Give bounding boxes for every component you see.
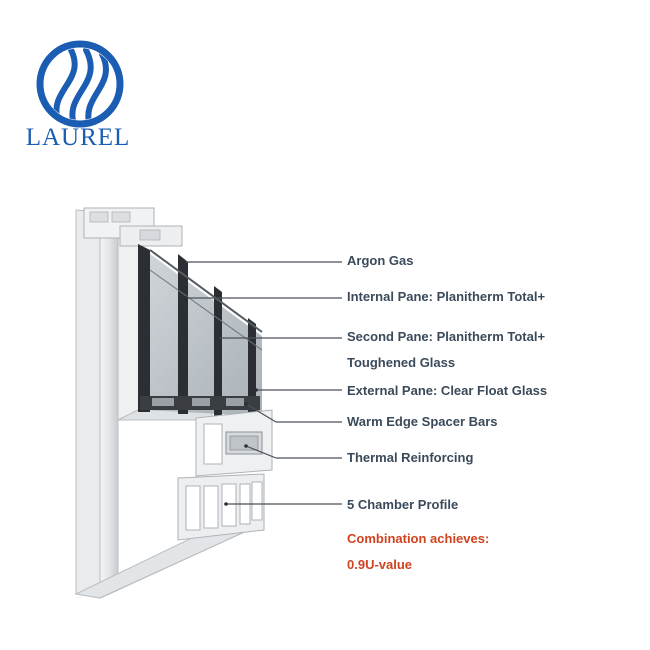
label-spacer-bars: Warm Edge Spacer Bars <box>347 414 498 429</box>
label-chamber-profile: 5 Chamber Profile <box>347 497 459 512</box>
result-line-1: Combination achieves: <box>347 531 490 546</box>
label-second-pane: Second Pane: Planitherm Total+ <box>347 329 546 344</box>
label-external-pane: External Pane: Clear Float Glass <box>347 383 548 398</box>
laurel-logo-icon <box>36 40 124 128</box>
leader-lines <box>184 261 342 505</box>
brand-name: LAUREL <box>25 124 131 151</box>
result-line-2: 0.9U-value <box>347 557 413 572</box>
label-argon-gas: Argon Gas <box>347 253 414 268</box>
leader-line <box>245 403 277 423</box>
sash-bottom <box>195 409 273 477</box>
label-thermal-reinforcing: Thermal Reinforcing <box>347 450 474 465</box>
label-toughened-glass: Toughened Glass <box>347 355 456 370</box>
label-internal-pane: Internal Pane: Planitherm Total+ <box>347 289 546 304</box>
triple-glazing <box>138 244 263 416</box>
chamber-profile <box>177 473 265 541</box>
leader-line <box>245 445 277 459</box>
leader-dots <box>182 260 258 506</box>
